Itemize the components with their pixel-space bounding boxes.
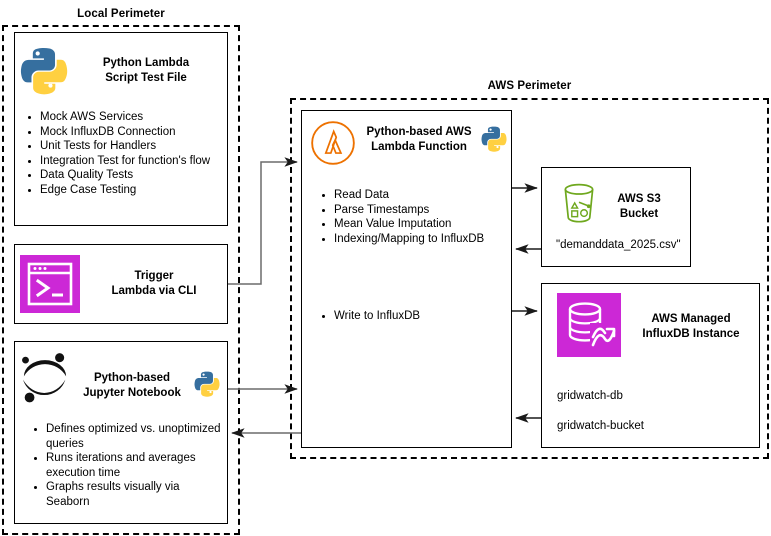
node-title-aws-s3-bucket: AWS S3 Bucket bbox=[617, 193, 661, 220]
list-item: Graphs results visually via Seaborn bbox=[46, 480, 226, 509]
node-jupyter-notebook[interactable] bbox=[14, 341, 228, 524]
node-title-jupyter-notebook: Python-based Jupyter Notebook bbox=[83, 372, 181, 399]
list-item: Mock AWS Services bbox=[40, 110, 240, 125]
list-item: Mean Value Imputation bbox=[334, 217, 524, 232]
node-title-aws-influxdb-instance: AWS Managed InfluxDB Instance bbox=[642, 313, 740, 340]
influxdb-database-name: gridwatch-db bbox=[557, 390, 623, 402]
list-item: Data Quality Tests bbox=[40, 168, 240, 183]
local-perimeter-label: Local Perimeter bbox=[77, 8, 165, 20]
list-item: Write to InfluxDB bbox=[334, 309, 524, 324]
bullet-list-jupyter-notebook: Defines optimized vs. unoptimized querie… bbox=[30, 422, 226, 510]
node-title-trigger-lambda-cli: Trigger Lambda via CLI bbox=[111, 270, 197, 297]
list-item: Indexing/Mapping to InfluxDB bbox=[334, 232, 524, 247]
influxdb-icon bbox=[557, 293, 621, 357]
list-item: Read Data bbox=[334, 188, 524, 203]
node-aws-lambda-function[interactable] bbox=[301, 110, 512, 448]
list-item: Integration Test for function's flow bbox=[40, 154, 240, 169]
aws-lambda-icon bbox=[310, 120, 356, 166]
node-title-python-lambda-test: Python Lambda Script Test File bbox=[102, 57, 190, 84]
s3-object-name: "demanddata_2025.csv" bbox=[556, 239, 681, 251]
node-aws-s3-bucket[interactable] bbox=[541, 167, 691, 267]
bullet-list-lambda-bottom: Write to InfluxDB bbox=[318, 309, 524, 324]
aws-perimeter-label: AWS Perimeter bbox=[487, 80, 572, 92]
list-item: Parse Timestamps bbox=[334, 203, 524, 218]
aws-s3-icon bbox=[556, 180, 602, 226]
node-title-aws-lambda-function: Python-based AWS Lambda Function bbox=[366, 126, 472, 153]
list-item: Runs iterations and averages execution t… bbox=[46, 451, 226, 480]
list-item: Mock InfluxDB Connection bbox=[40, 125, 240, 140]
list-item: Edge Case Testing bbox=[40, 183, 240, 198]
bullet-list-lambda-top: Read Data Parse Timestamps Mean Value Im… bbox=[318, 188, 524, 246]
list-item: Unit Tests for Handlers bbox=[40, 139, 240, 154]
python-logo-icon bbox=[20, 45, 68, 95]
cli-terminal-icon bbox=[20, 255, 80, 313]
python-logo-icon bbox=[194, 370, 220, 397]
python-logo-icon bbox=[481, 125, 507, 152]
influxdb-bucket-name: gridwatch-bucket bbox=[557, 420, 644, 432]
bullet-list-python-lambda-test: Mock AWS Services Mock InfluxDB Connecti… bbox=[24, 110, 240, 198]
list-item: Defines optimized vs. unoptimized querie… bbox=[46, 422, 226, 451]
jupyter-logo-icon bbox=[19, 352, 71, 404]
